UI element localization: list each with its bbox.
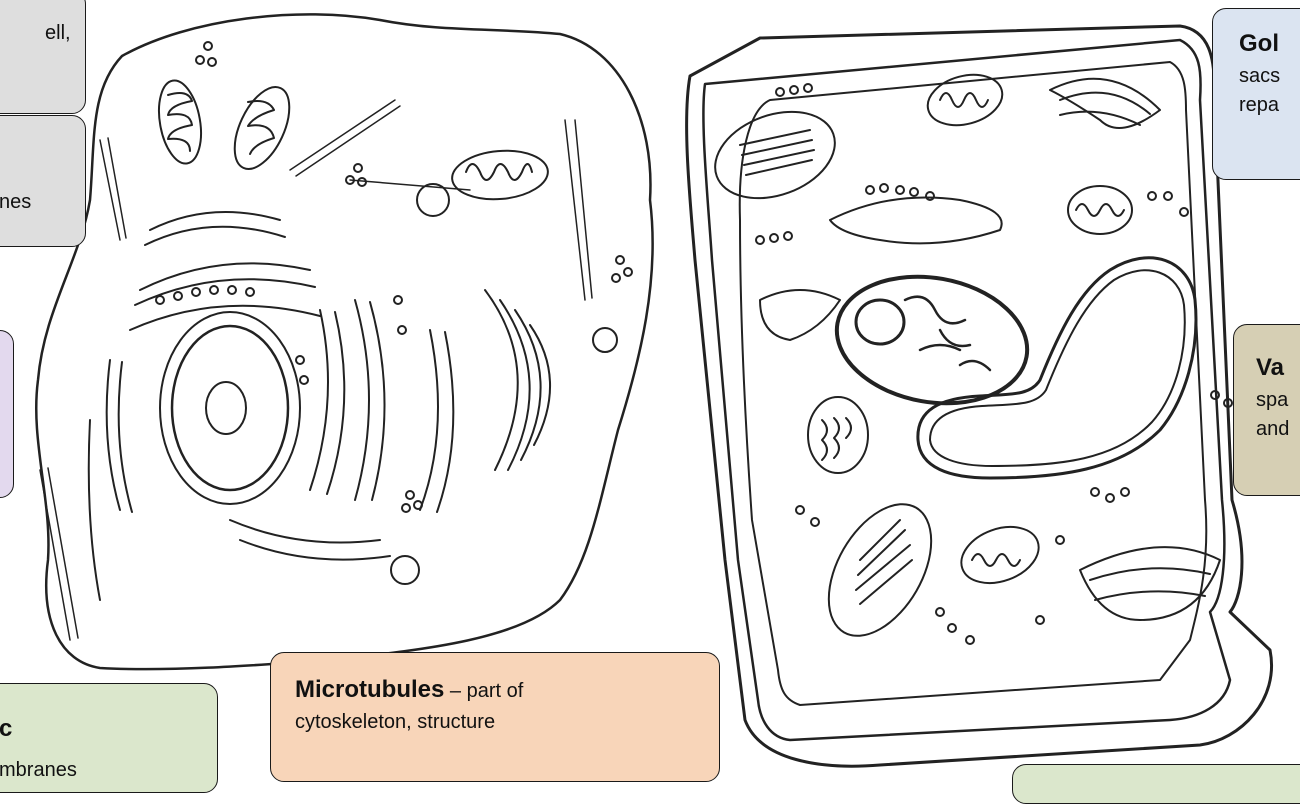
label-bottom-left-title: c [0,712,12,747]
central-vacuole [918,258,1196,478]
label-box-bottom-left: c mbranes [0,683,218,793]
label-box-mid-left: nes [0,115,86,247]
plant-cell [687,26,1272,766]
golgi-desc-2: repa [1239,91,1295,120]
microtubules-desc-2: cytoskeleton, structure [295,708,695,737]
nuclear-envelope-outer [160,312,300,504]
animal-cell-membrane [36,14,652,669]
golgi-title: Gol [1239,27,1295,62]
nucleolus [206,382,246,434]
label-top-left-text: ell, [45,19,71,48]
label-box-purple-left [0,330,14,498]
label-bottom-left-text: mbranes [0,756,77,785]
plant-mitochondria [922,67,1132,593]
label-box-bottom-right [1012,764,1300,804]
cell-wall-inner [703,40,1230,740]
vesicles-plant [756,84,1232,644]
label-box-golgi: Gol sacs repa [1212,8,1300,180]
rough-er [130,212,390,560]
microtubules-title: Microtubules [295,676,444,703]
vacuole-desc-1: spa [1256,386,1300,415]
microtubules-desc-1: – part of [444,680,523,702]
nucleus [172,326,288,490]
golgi-apparatus-plant [760,79,1220,620]
label-mid-left-text: nes [0,188,31,217]
animal-cell [36,14,652,669]
plant-nucleolus [856,300,904,344]
chromatin [905,297,990,370]
label-box-top-left: ell, [0,0,86,114]
label-box-microtubules: Microtubules – part of cytoskeleton, str… [270,652,720,782]
cell-membrane-plant [740,62,1207,705]
label-box-vacuole: Va spa and [1233,324,1300,496]
golgi-desc-1: sacs [1239,62,1295,91]
golgi-apparatus-animal [485,290,550,470]
vacuole-desc-2: and [1256,415,1300,444]
vacuole-title: Va [1256,351,1300,386]
